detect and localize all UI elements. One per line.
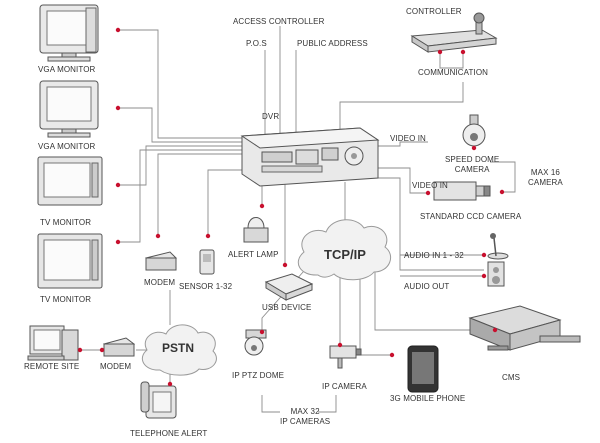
vga-monitor-1-icon: [39, 4, 99, 62]
ccd-camera-icon: [433, 181, 491, 201]
link-mobile: [359, 278, 392, 356]
sensor-icon: [199, 249, 215, 275]
label-max-32-ip-cameras: MAX 32 IP CAMERAS: [280, 407, 331, 426]
speaker-icon: [487, 261, 505, 287]
label-mobile-phone: 3G MOBILE PHONE: [390, 394, 466, 403]
link-ip-cameras-bracket-2: [318, 395, 337, 413]
modem-2-icon: [102, 337, 136, 357]
label-public-address: PUBLIC ADDRESS: [297, 39, 368, 48]
label-cms: CMS: [502, 373, 521, 382]
label-tcpip: TCP/IP: [324, 247, 366, 262]
remote-site-pc-icon: [27, 325, 79, 361]
label-telephone-alert: TELEPHONE ALERT: [130, 429, 208, 438]
link-communication: [339, 82, 464, 136]
label-standard-ccd-camera: STANDARD CCD CAMERA: [420, 212, 522, 221]
ip-ptz-dome-icon: [244, 329, 267, 356]
ip-camera-icon: [329, 345, 362, 369]
label-alert-lamp: ALERT LAMP: [228, 250, 279, 259]
link-vga-monitor-1: [118, 29, 242, 139]
usb-device-icon: [264, 273, 314, 301]
microphone-icon: [487, 233, 509, 260]
link-tv-monitor-2: [118, 149, 242, 243]
controller-icon: [410, 12, 498, 53]
label-remote-site: REMOTE SITE: [24, 362, 80, 371]
label-speed-dome-camera: SPEED DOME CAMERA: [445, 155, 500, 174]
link-sensor: [207, 169, 242, 236]
label-modem-1: MODEM: [144, 278, 176, 287]
label-pstn: PSTN: [162, 341, 195, 355]
label-sensor: SENSOR 1-32: [179, 282, 233, 291]
label-modem-2: MODEM: [100, 362, 132, 371]
link-cms: [374, 272, 495, 331]
label-communication: COMMUNICATION: [418, 68, 489, 77]
label-audio-out: AUDIO OUT: [404, 282, 450, 291]
label-controller: CONTROLLER: [406, 7, 462, 16]
speed-dome-camera-icon: [462, 114, 486, 147]
alert-lamp-icon: [243, 217, 269, 243]
label-tv-monitor-1: TV MONITOR: [40, 218, 92, 227]
label-vga-monitor-2: VGA MONITOR: [38, 142, 96, 151]
label-audio-in: AUDIO IN 1 - 32: [404, 251, 464, 260]
pstn-cloud: [142, 324, 217, 376]
label-tv-monitor-2: TV MONITOR: [40, 295, 92, 304]
dvr-unit-icon: [240, 127, 380, 187]
link-modem-1: [157, 153, 242, 236]
link-ip-cameras-bracket: [261, 395, 280, 413]
modem-1-icon: [145, 251, 177, 271]
link-audio: [378, 177, 484, 271]
telephone-icon: [140, 381, 177, 419]
label-ip-ptz-dome: IP PTZ DOME: [232, 371, 285, 380]
tv-monitor-2-icon: [37, 233, 103, 289]
cms-screens-icon: [468, 305, 581, 351]
link-video-in-2: [378, 167, 428, 194]
label-ip-camera: IP CAMERA: [322, 382, 367, 391]
label-access-controller: ACCESS CONTROLLER: [233, 17, 325, 26]
label-usb-device: USB DEVICE: [262, 303, 312, 312]
link-tv-monitor-1: [118, 145, 242, 186]
vga-monitor-2-icon: [39, 80, 99, 138]
connection-dots: [77, 27, 505, 387]
label-pos: P.O.S: [246, 39, 267, 48]
label-vga-monitor-1: VGA MONITOR: [38, 65, 96, 74]
link-video-in-1: [378, 141, 428, 147]
label-max-16-camera: MAX 16 CAMERA: [528, 168, 563, 187]
mobile-phone-icon: [407, 345, 439, 393]
tv-monitor-1-icon: [37, 156, 103, 206]
link-vga-monitor-2: [118, 107, 242, 143]
tcpip-cloud: [297, 219, 392, 281]
link-max16: [490, 161, 516, 193]
label-video-in-1: VIDEO IN: [390, 134, 426, 143]
label-dvr: DVR: [262, 112, 280, 121]
link-controller: [439, 52, 464, 69]
label-video-in-2: VIDEO IN: [412, 181, 448, 190]
